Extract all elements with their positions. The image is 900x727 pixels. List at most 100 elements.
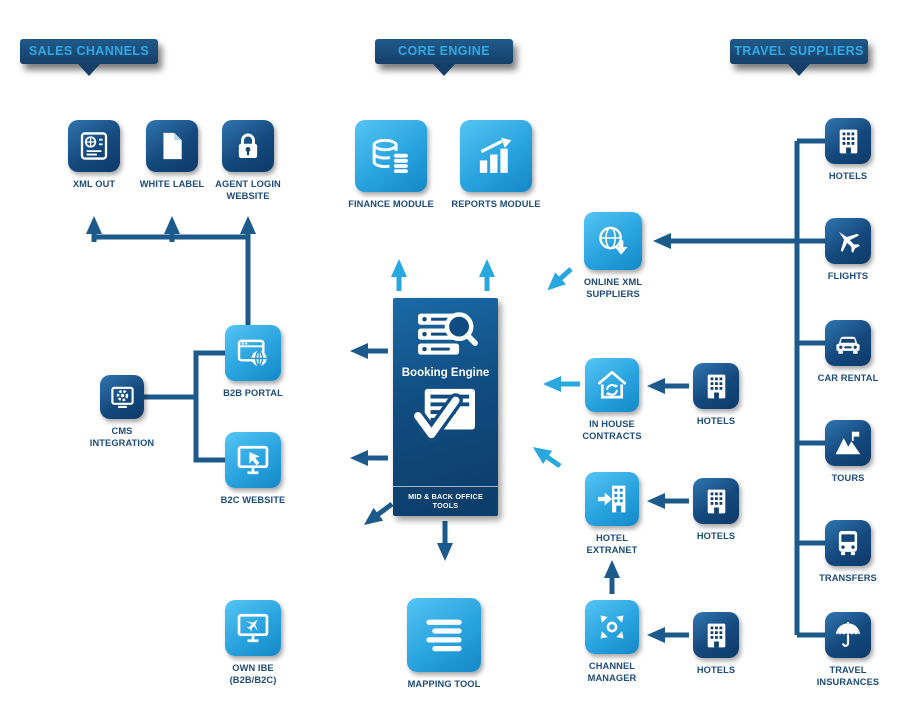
hub-distribute-icon [600, 615, 624, 639]
b2c-website-label: B2C WEBSITE [220, 495, 286, 505]
node-hotels-extranet: HOTELS [664, 478, 768, 542]
header-travel-suppliers-label: TRAVEL SUPPLIERS [734, 44, 864, 58]
header-core-engine: CORE ENGINE [375, 39, 513, 64]
hotels-label-3: HOTELS [696, 665, 736, 675]
bar-chart-icon [479, 137, 512, 173]
b2b-portal-label: B2B PORTAL [223, 388, 283, 398]
gear-device-icon [110, 386, 134, 408]
xml-out-label: XML OUT [72, 179, 116, 189]
lock-icon [238, 133, 258, 158]
hotel-extranet-box [585, 472, 639, 526]
reports-module-label: REPORTS MODULE [451, 199, 541, 209]
mapping-tool-label: MAPPING TOOL [407, 679, 481, 689]
header-core-engine-label: CORE ENGINE [398, 44, 490, 58]
node-supplier-hotels: HOTELS [796, 118, 900, 182]
white-label-box [146, 120, 198, 172]
node-white-label: WHITE LABEL [120, 120, 224, 190]
bus-icon [838, 531, 858, 556]
arrow-onlinexml-to-booking [547, 267, 573, 291]
node-supplier-transfers: TRANSFERS [796, 520, 900, 584]
node-supplier-flights: FLIGHTS [796, 218, 900, 282]
node-hotel-extranet: HOTEL EXTRANET [560, 472, 664, 556]
node-hotels-in-house: HOTELS [664, 363, 768, 427]
agent-login-label: AGENT LOGIN WEBSITE [215, 179, 281, 202]
mapping-tool-box [407, 598, 481, 672]
mountain-flag-icon [835, 431, 861, 455]
line-b2b-b2c-bracket [193, 350, 228, 463]
hotels-box-1 [693, 363, 739, 409]
in-house-contracts-label: IN HOUSE CONTRACTS [582, 419, 642, 442]
hotels-box-3 [693, 612, 739, 658]
in-house-box [585, 358, 639, 412]
hotels-label-2: HOTELS [696, 531, 736, 541]
coins-database-icon [372, 138, 408, 174]
hotel-building-icon [707, 623, 725, 647]
booking-engine-panel: Booking Engine MID & BACK OFFICE TOOLS [393, 298, 498, 516]
header-sales-channels: SALES CHANNELS [20, 39, 158, 64]
node-own-ibe: OWN IBE (B2B/B2C) [201, 600, 305, 686]
node-finance-module: FINANCE MODULE [339, 120, 443, 210]
booking-engine-title: Booking Engine [401, 367, 490, 379]
supplier-car-box [825, 320, 871, 366]
node-cms-integration: CMS INTEGRATION [70, 375, 174, 449]
xml-out-box [68, 120, 120, 172]
arrow-extranet-to-booking [532, 447, 562, 469]
node-hotels-channel: HOTELS [664, 612, 768, 676]
house-refresh-icon [597, 370, 627, 399]
node-xml-out: XML OUT [42, 120, 146, 190]
supplier-tours-box [825, 420, 871, 466]
reports-box [460, 120, 532, 192]
own-ibe-box [225, 600, 281, 656]
list-lines-icon [426, 619, 462, 652]
node-online-xml-suppliers: ONLINE XML SUPPLIERS [561, 212, 665, 300]
hotels-label-1: HOTELS [696, 416, 736, 426]
supplier-flights-box [825, 218, 871, 264]
node-mapping-tool: MAPPING TOOL [392, 598, 496, 690]
umbrella-icon [836, 621, 860, 647]
supplier-transfers-box [825, 520, 871, 566]
node-in-house-contracts: IN HOUSE CONTRACTS [560, 358, 664, 442]
server-search-icon [417, 312, 478, 355]
channel-manager-box [585, 600, 639, 654]
monitor-cursor-icon [237, 445, 269, 475]
browser-globe-icon [237, 339, 267, 367]
node-reports-module: REPORTS MODULE [444, 120, 548, 210]
supplier-flights-label: FLIGHTS [827, 271, 869, 281]
hotel-building-icon [707, 374, 725, 398]
header-travel-suppliers: TRAVEL SUPPLIERS [730, 39, 868, 64]
supplier-hotels-label: HOTELS [828, 171, 868, 181]
globe-download-icon [599, 226, 628, 255]
node-supplier-tours: TOURS [796, 420, 900, 484]
finance-module-label: FINANCE MODULE [348, 199, 434, 209]
checklist-document-icon [412, 388, 475, 442]
node-supplier-car-rental: CAR RENTAL [796, 320, 900, 384]
supplier-hotels-box [825, 118, 871, 164]
b2c-website-box [225, 432, 281, 488]
node-supplier-travel-insurances: TRAVEL INSURANCES [796, 612, 900, 688]
node-channel-manager: CHANNEL MANAGER [560, 600, 664, 684]
car-icon [836, 336, 860, 354]
agent-login-box [222, 120, 274, 172]
own-ibe-label: OWN IBE (B2B/B2C) [229, 663, 277, 686]
hotel-building-icon [839, 129, 857, 153]
booking-engine-footer: MID & BACK OFFICE TOOLS [393, 486, 498, 516]
node-b2c-website: B2C WEBSITE [201, 432, 305, 506]
cms-integration-label: CMS INTEGRATION [89, 426, 155, 449]
supplier-insurance-box [825, 612, 871, 658]
supplier-insurance-label: TRAVEL INSURANCES [816, 665, 880, 688]
cms-box [100, 375, 144, 419]
building-arrow-icon [598, 485, 626, 513]
supplier-tours-label: TOURS [831, 473, 865, 483]
node-agent-login-website: AGENT LOGIN WEBSITE [196, 120, 300, 202]
online-xml-label: ONLINE XML SUPPLIERS [583, 277, 643, 300]
monitor-plane-icon [237, 613, 269, 643]
hotel-building-icon [707, 489, 725, 513]
finance-box [355, 120, 427, 192]
header-sales-channels-label: SALES CHANNELS [28, 44, 150, 58]
xml-document-icon [80, 132, 108, 160]
channel-manager-label: CHANNEL MANAGER [587, 661, 637, 684]
hotels-box-2 [693, 478, 739, 524]
supplier-transfers-label: TRANSFERS [819, 573, 877, 583]
